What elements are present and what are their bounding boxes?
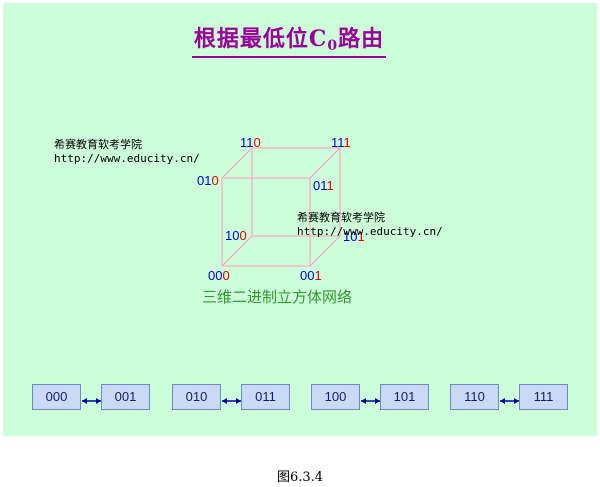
watermark-2-line1: 希赛教育软考学院: [297, 211, 385, 224]
watermark-2: 希赛教育软考学院 http://www.educity.cn/: [297, 211, 443, 239]
pair-box-101: 101: [380, 384, 429, 410]
arrow-left-4: [500, 398, 505, 404]
node-111: 111: [331, 135, 351, 150]
title-main: 根据最低位C: [193, 26, 328, 52]
edge-010-110: [221, 147, 253, 179]
pair-box-001: 001: [101, 384, 150, 410]
node-000: 000: [208, 268, 230, 283]
title-subscript: 0: [327, 38, 339, 54]
page-title: 根据最低位C0路由: [3, 21, 575, 58]
node-011: 011: [313, 178, 334, 193]
pair-box-011: 011: [241, 384, 290, 410]
watermark-1: 希赛教育软考学院 http://www.educity.cn/: [54, 138, 200, 166]
arrow-right-1: [96, 398, 101, 404]
slide-panel: 根据最低位C0路由: [3, 3, 597, 436]
pair-box-000: 000: [32, 384, 81, 410]
node-100: 100: [225, 228, 247, 243]
arrow-left-3: [361, 398, 366, 404]
arrow-left-1: [82, 398, 87, 404]
pair-box-110: 110: [450, 384, 499, 410]
watermark-1-line1: 希赛教育软考学院: [54, 138, 142, 151]
node-001: 001: [300, 268, 322, 283]
node-010: 010: [197, 173, 219, 188]
edge-001-101: [309, 235, 341, 267]
node-101: 101: [343, 229, 365, 244]
arrow-right-3: [375, 398, 380, 404]
arrow-right-4: [514, 398, 519, 404]
pair-box-010: 010: [172, 384, 221, 410]
watermark-1-line2: http://www.educity.cn/: [54, 152, 200, 165]
cube-edges: [221, 147, 341, 267]
pair-box-100: 100: [311, 384, 360, 410]
network-label: 三维二进制立方体网络: [202, 288, 353, 306]
pair-links: [82, 398, 519, 404]
arrow-right-2: [236, 398, 241, 404]
edge-000-100: [221, 235, 253, 267]
pair-box-111: 111: [519, 384, 568, 410]
watermark-2-line2: http://www.educity.cn/: [297, 225, 443, 238]
figure-caption: 图6.3.4: [276, 470, 324, 485]
node-110: 110: [240, 135, 261, 150]
arrow-left-2: [222, 398, 227, 404]
edge-011-111: [309, 147, 341, 179]
title-suffix: 路由: [338, 26, 385, 52]
